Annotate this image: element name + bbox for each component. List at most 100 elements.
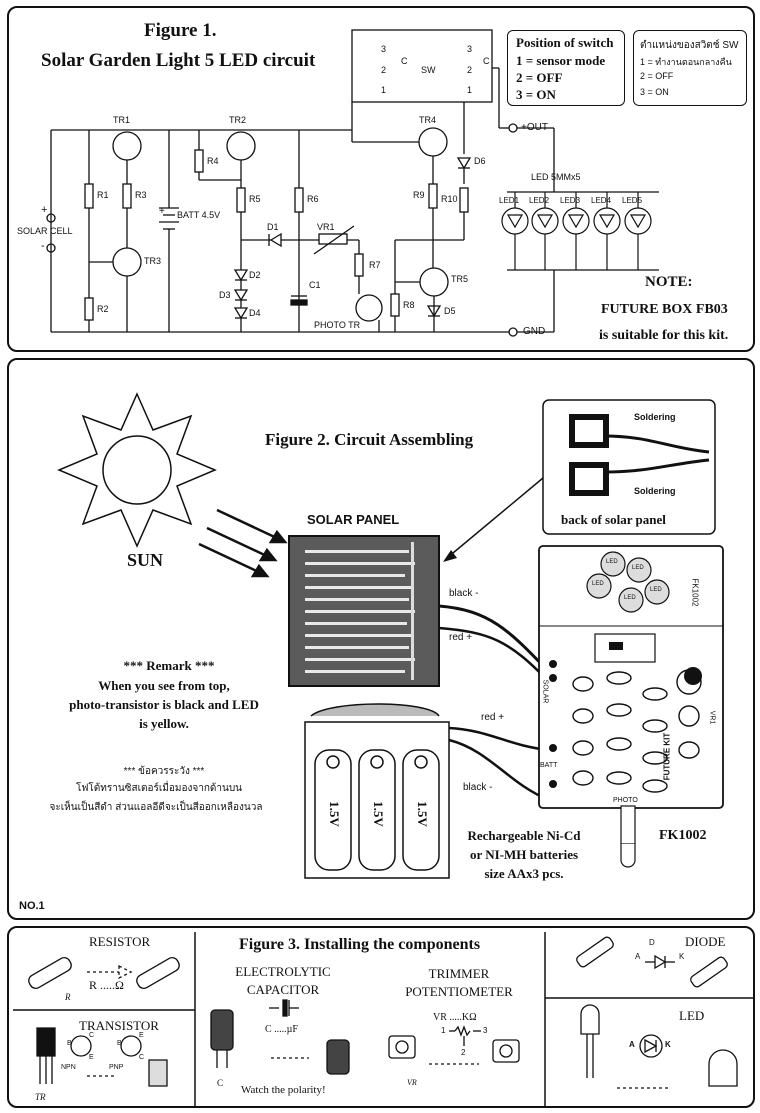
label-batt: BATT 4.5V bbox=[177, 210, 221, 220]
led-symbols bbox=[501, 192, 652, 270]
fig1-subtitle: Solar Garden Light 5 LED circuit bbox=[41, 50, 316, 71]
switch-box-th-title: ตำแหน่งของสวิตช์ SW bbox=[640, 40, 739, 51]
figure3-panel: Figure 3. Installing the components bbox=[7, 926, 755, 1108]
page-number: NO.1 bbox=[19, 900, 45, 912]
remark-title: *** Remark *** bbox=[123, 658, 215, 673]
led-graphic bbox=[580, 1004, 738, 1089]
label-r3: R3 bbox=[135, 190, 147, 200]
battery-1-label: 1.5V bbox=[326, 801, 342, 827]
pin-b-npn: B bbox=[67, 1040, 72, 1047]
pin-e-npn: E bbox=[89, 1054, 94, 1061]
label-d5: D5 bbox=[444, 306, 456, 316]
pin-c-pnp: C bbox=[139, 1054, 145, 1061]
transistor-label: TRANSISTOR bbox=[79, 1018, 159, 1033]
sun-symbol bbox=[57, 392, 217, 548]
label-gnd: GND bbox=[523, 326, 546, 337]
label-led2: LED2 bbox=[529, 196, 550, 205]
switch-box-p2: 2 = OFF bbox=[516, 70, 563, 85]
switch-box-th-p1: 1 = ทำงานตอนกลางคืน bbox=[640, 57, 732, 67]
diode-graphic bbox=[576, 936, 728, 988]
diode-a: A bbox=[635, 952, 641, 961]
led-k: K bbox=[665, 1040, 671, 1049]
pcb-led-mark-2: LED bbox=[632, 565, 644, 571]
switch-box-th-p3: 3 = ON bbox=[640, 87, 669, 97]
label-d4: D4 bbox=[249, 308, 261, 318]
label-sw: SW bbox=[421, 65, 436, 75]
label-solar-minus: - bbox=[41, 240, 45, 252]
switch-position-box-thai: ตำแหน่งของสวิตช์ SW 1 = ทำงานตอนกลางคืน … bbox=[633, 30, 747, 106]
label-d6: D6 bbox=[474, 156, 486, 166]
pcb-batt-mark: BATT bbox=[540, 762, 558, 769]
switch-box-p1: 1 = sensor mode bbox=[516, 53, 606, 68]
label-tr4: TR4 bbox=[419, 115, 437, 125]
label-sw-c-left: C bbox=[401, 56, 408, 66]
pnp-label: PNP bbox=[109, 1064, 124, 1071]
label-r1: R1 bbox=[97, 190, 109, 200]
trimmer-pin-2: 2 bbox=[461, 1048, 466, 1057]
label-batt-plus: + bbox=[159, 206, 165, 217]
remark-line2: photo-transistor is black and LED bbox=[69, 697, 259, 712]
battery-2-label: 1.5V bbox=[370, 801, 386, 827]
pcb-led-mark-1: LED bbox=[606, 559, 618, 565]
label-d1: D1 bbox=[267, 222, 279, 232]
switch-box-title: Position of switch bbox=[516, 35, 614, 50]
solar-panel-graphic bbox=[288, 535, 440, 687]
electrolytic-label-1: ELECTROLYTIC bbox=[235, 964, 331, 979]
label-r4: R4 bbox=[207, 156, 219, 166]
label-sw-3-left: 3 bbox=[381, 44, 387, 54]
photo-tr-symbol bbox=[355, 294, 383, 322]
switch-position-box: Position of switch 1 = sensor mode 2 = O… bbox=[507, 30, 625, 106]
trimmer-label-1: TRIMMER bbox=[428, 966, 490, 981]
thai-remark-line1: โฟโต้ทรานซิสเตอร์เมื่อมองจากด้านบน bbox=[75, 783, 243, 794]
label-tr1: TR1 bbox=[113, 115, 131, 125]
label-tr2: TR2 bbox=[229, 115, 247, 125]
pcb-brand-mark: FUTURE KIT bbox=[662, 732, 672, 781]
assembly-drawing bbox=[57, 392, 724, 879]
figure2-panel: Figure 2. Circuit Assembling bbox=[7, 358, 755, 920]
fig3-title: Figure 3. Installing the components bbox=[239, 936, 481, 953]
thai-remark-line2: จะเห็นเป็นสีดำ ส่วนแอลอีดีจะเป็นสีออกเหล… bbox=[49, 802, 263, 813]
fig2-title: Figure 2. Circuit Assembling bbox=[265, 430, 474, 449]
sun-label: SUN bbox=[127, 550, 164, 570]
battery-text-l1: Rechargeable Ni-Cd bbox=[467, 828, 581, 843]
label-r6: R6 bbox=[307, 194, 319, 204]
label-solar-plus: + bbox=[41, 204, 48, 216]
fig1-title: Figure 1. bbox=[144, 20, 217, 41]
diode-label: DIODE bbox=[685, 934, 726, 949]
led-label: LED bbox=[679, 1008, 705, 1023]
capacitor-graphic bbox=[210, 999, 350, 1075]
switch-box-p3: 3 = ON bbox=[516, 87, 556, 102]
tr3-symbol bbox=[112, 247, 142, 277]
pcb-solar-mark: SOLAR bbox=[541, 679, 549, 704]
back-of-panel-label: back of solar panel bbox=[561, 512, 666, 527]
led-a: A bbox=[629, 1040, 635, 1049]
label-sw-1-left: 1 bbox=[381, 85, 387, 95]
battery-pack-graphic bbox=[304, 703, 450, 879]
note-title: NOTE: bbox=[645, 274, 693, 290]
label-tr5: TR5 bbox=[451, 274, 469, 284]
trimmer-graphic bbox=[388, 1025, 520, 1065]
label-r5: R5 bbox=[249, 194, 261, 204]
battery-text-l2: or NI-MH batteries bbox=[469, 847, 579, 862]
tr5-symbol bbox=[419, 267, 449, 297]
trimmer-label-2: POTENTIOMETER bbox=[405, 984, 513, 999]
label-led5: LED5 bbox=[622, 196, 643, 205]
wire-red-1: red + bbox=[449, 632, 473, 643]
pcb-photo-mark: PHOTO bbox=[613, 797, 638, 804]
pcb-board-graphic bbox=[538, 545, 724, 868]
label-r8: R8 bbox=[403, 300, 415, 310]
switch-block bbox=[351, 29, 493, 103]
label-tr3: TR3 bbox=[144, 256, 162, 266]
note-line2: is suitable for this kit. bbox=[599, 328, 729, 343]
transistor-graphic bbox=[36, 1027, 168, 1087]
electrolytic-label-2: CAPACITOR bbox=[246, 982, 320, 997]
label-r9: R9 bbox=[413, 190, 425, 200]
pin-e-pnp: E bbox=[139, 1032, 144, 1039]
schematic-drawing bbox=[46, 29, 659, 337]
label-r7: R7 bbox=[369, 260, 381, 270]
label-sw-1-right: 1 bbox=[467, 85, 473, 95]
label-led-title: LED 5MMx5 bbox=[531, 172, 581, 182]
board-name-label: FK1002 bbox=[659, 828, 707, 843]
label-d3: D3 bbox=[219, 290, 231, 300]
label-led1: LED1 bbox=[499, 196, 520, 205]
